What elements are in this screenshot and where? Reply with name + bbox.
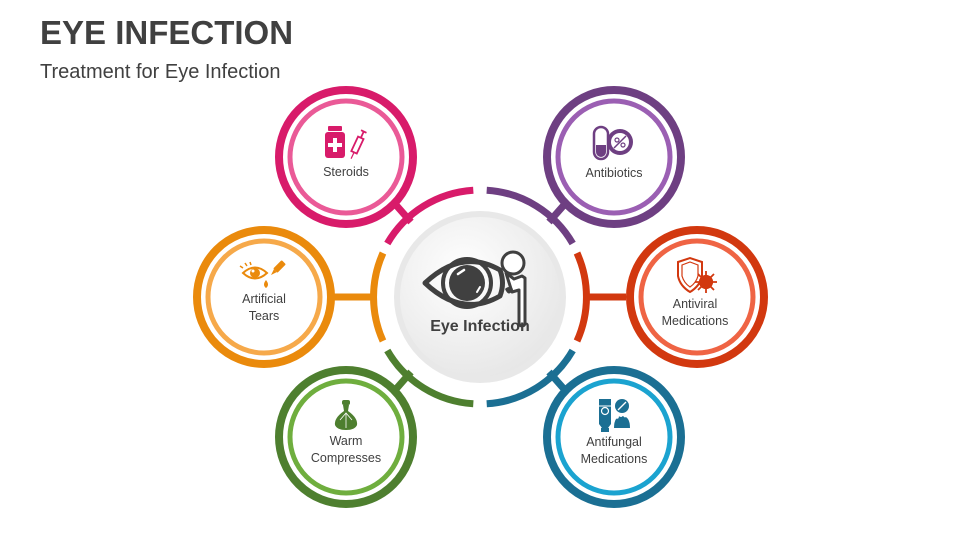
arc-warm-compresses — [384, 348, 474, 408]
node-label-artificial-tears: Artificial Tears — [242, 292, 286, 323]
cream-tube-foot-icon — [599, 399, 630, 432]
page-title: EYE INFECTION — [40, 14, 294, 51]
arc-steroids — [384, 186, 474, 246]
node-label-warm-compresses: Warm Compresses — [310, 434, 382, 465]
node-label-antibiotics: Antibiotics — [585, 166, 643, 180]
eye-drops-icon — [239, 260, 286, 288]
node-label-antiviral: Antiviral Medications — [661, 297, 729, 328]
shield-virus-icon — [677, 256, 717, 294]
center-label: Eye Infection — [430, 318, 530, 335]
compress-bag-icon — [334, 400, 358, 430]
node-circles — [193, 86, 768, 508]
capsule-bacteria-icon — [592, 125, 633, 161]
page-subtitle: Treatment for Eye Infection — [40, 61, 281, 83]
medicine-bottle-syringe-icon — [325, 126, 367, 159]
arc-antifungal — [486, 348, 576, 408]
node-label-steroids: Steroids — [323, 165, 369, 179]
eye-with-dropper-icon — [422, 250, 527, 328]
center-node — [394, 211, 566, 383]
arc-antibiotics — [486, 186, 576, 246]
connector-stems — [334, 202, 626, 392]
node-label-antifungal: Antifungal Medications — [580, 435, 648, 466]
